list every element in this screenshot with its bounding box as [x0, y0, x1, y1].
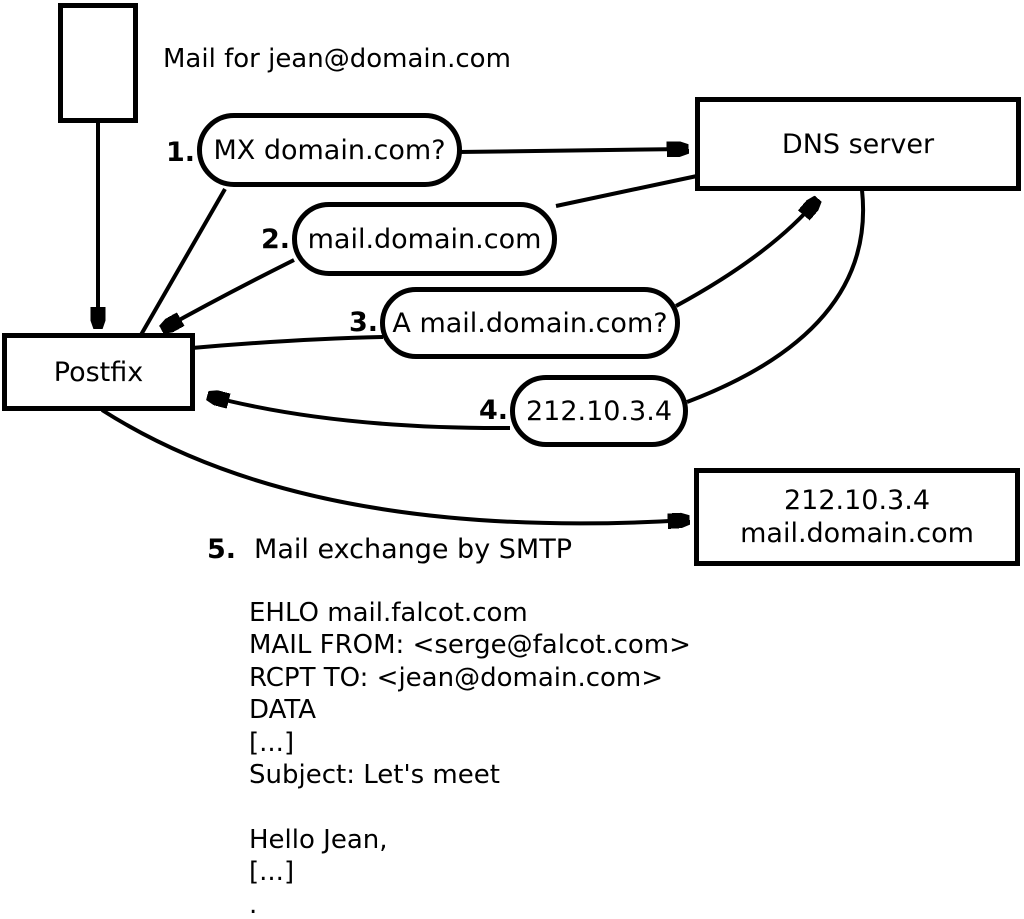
arrow-mx-answer-to-postfix [163, 258, 295, 329]
answer-pill-mx-label: mail.domain.com [307, 223, 542, 255]
dns-server-label: DNS server [781, 128, 935, 160]
step-5-caption: 5. Mail exchange by SMTP [207, 534, 572, 566]
postfix-box: Postfix [2, 333, 195, 411]
step-number-5: 5. [207, 534, 237, 565]
line-postfix-to-mx-query [136, 188, 227, 341]
query-pill-mx-label: MX domain.com? [213, 134, 446, 166]
envelope-icon [58, 3, 138, 123]
step-number-3: 3. [348, 307, 378, 338]
arrow-mx-query-to-dns [457, 149, 687, 152]
line-dns-to-mx-answer [555, 174, 698, 208]
step-number-2: 2. [260, 224, 290, 255]
answer-pill-a: 212.10.3.4 [510, 375, 688, 447]
query-pill-a: A mail.domain.com? [380, 287, 680, 359]
query-pill-a-label: A mail.domain.com? [392, 307, 668, 339]
dns-server-box: DNS server [695, 97, 1021, 191]
answer-pill-mx: mail.domain.com [292, 202, 557, 276]
arrow-postfix-to-mail-server [100, 408, 688, 523]
arrow-a-query-to-dns [675, 200, 817, 308]
answer-pill-a-label: 212.10.3.4 [526, 395, 672, 427]
postfix-label: Postfix [53, 356, 144, 388]
mail-server-ip: 212.10.3.4 [784, 485, 930, 516]
mail-for-label: Mail for jean@domain.com [163, 44, 511, 74]
mail-server-labels: 212.10.3.4 mail.domain.com [740, 484, 974, 550]
mail-server-box: 212.10.3.4 mail.domain.com [694, 468, 1020, 566]
query-pill-mx: MX domain.com? [197, 113, 462, 187]
mail-server-hostname: mail.domain.com [740, 518, 974, 549]
step-number-1: 1. [165, 137, 195, 168]
step-5-label: Mail exchange by SMTP [254, 534, 572, 565]
step-number-4: 4. [478, 395, 508, 426]
arrow-a-answer-to-postfix [209, 396, 511, 431]
smtp-transcript: EHLO mail.falcot.com MAIL FROM: <serge@f… [249, 598, 691, 919]
line-dns-to-a-answer [686, 189, 866, 404]
line-postfix-to-a-query [191, 335, 384, 350]
